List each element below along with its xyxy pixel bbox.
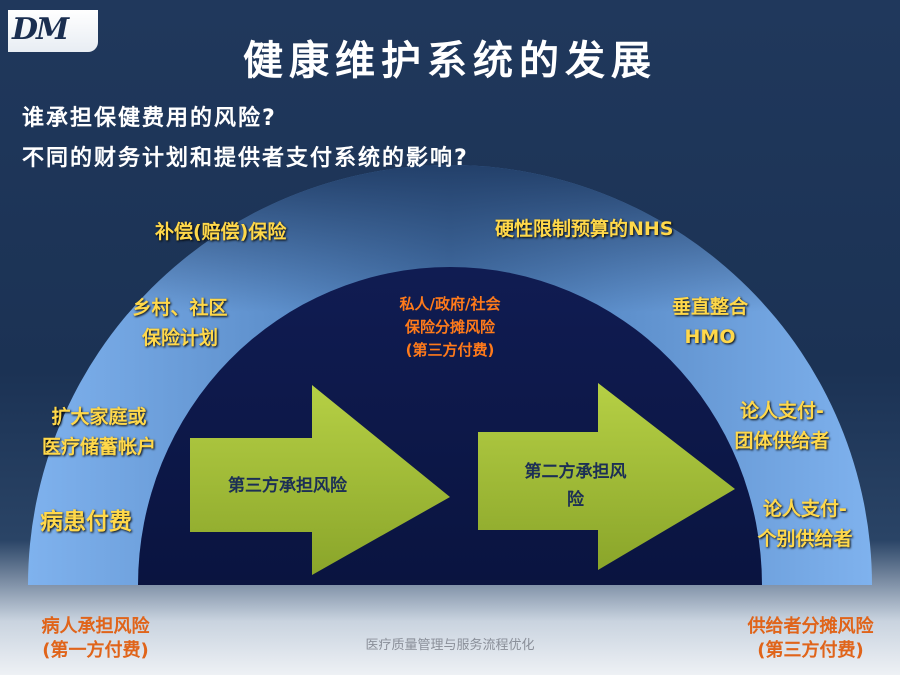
arrow-right	[478, 383, 735, 570]
arrow-left-label: 第三方承担风险	[228, 476, 347, 496]
label-capitation-group: 论人支付-团体供给者	[734, 400, 830, 452]
label-shared-risk: 私人/政府/社会保险分摊风险(第三方付费)	[399, 295, 501, 359]
bottom-right-label: 供给者分摊风险(第三方付费)	[747, 616, 874, 661]
label-family-savings-account: 扩大家庭或医疗储蓄帐户	[42, 406, 157, 458]
page-title: 健康维护系统的发展	[243, 38, 657, 84]
label-budget-nhs: 硬性限制预算的NHS	[495, 218, 674, 240]
bottom-left-label: 病人承担风险(第一方付费)	[41, 616, 150, 661]
label-rural-community-plan: 乡村、社区保险计划	[132, 297, 228, 349]
label-indemnity-insurance: 补偿(赔偿)保险	[155, 221, 287, 243]
label-patient-pays: 病患付费	[40, 509, 132, 535]
label-capitation-individual: 论人支付-个别供给者	[757, 498, 853, 550]
question-2: 不同的财务计划和提供者支付系统的影响?	[22, 146, 469, 171]
footer-text: 医疗质量管理与服务流程优化	[365, 638, 535, 653]
logo: DM	[8, 10, 98, 52]
arrow-left	[190, 385, 450, 575]
arrow-right-label: 第二方承担风险	[524, 462, 627, 510]
question-1: 谁承担保健费用的风险?	[22, 106, 277, 131]
